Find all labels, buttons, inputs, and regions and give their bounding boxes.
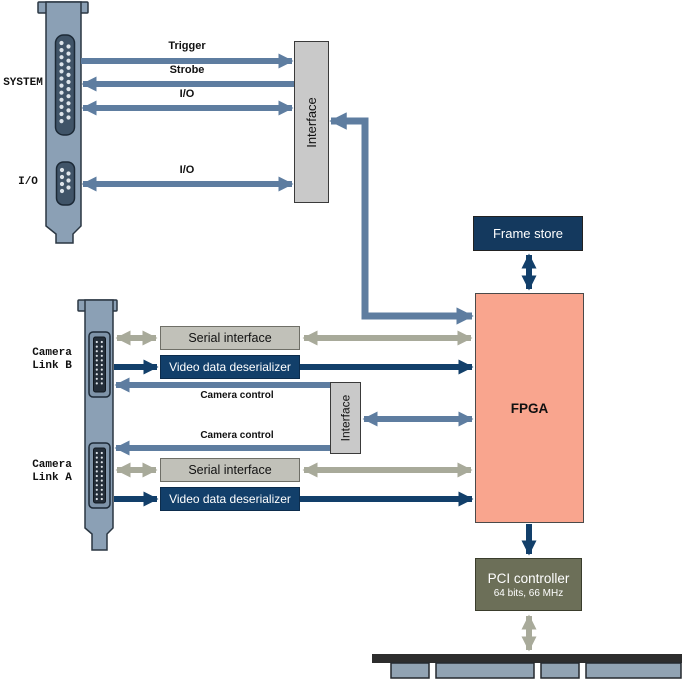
system-label: SYSTEM	[3, 77, 43, 89]
pci-bus-bar	[372, 654, 682, 663]
pci-controller-spec: 64 bits, 66 MHz	[493, 587, 564, 599]
db9-connector	[55, 161, 76, 206]
frame-store-label: Frame store	[492, 226, 564, 241]
pci-bus-segment	[540, 662, 580, 679]
camera-control-b-label: Camera control	[200, 390, 274, 401]
interface-mid-label: Interface	[338, 394, 353, 442]
camera-link-bracket	[77, 299, 118, 551]
frame-store-block: Frame store	[473, 216, 583, 251]
pci-controller-block: PCI controller 64 bits, 66 MHz	[475, 558, 582, 611]
strobe-label: Strobe	[169, 64, 205, 76]
camera-link-b-connector	[88, 331, 111, 398]
pci-bus-segment	[585, 662, 682, 679]
fpga-block: FPGA	[475, 293, 584, 523]
interface-fpga-elbow-arrow	[329, 112, 474, 325]
trigger-label: Trigger	[168, 40, 206, 52]
interface-mid-block: Interface	[330, 382, 361, 454]
serial-interface-a-label: Serial interface	[188, 463, 272, 477]
io-top-label: I/O	[179, 88, 195, 100]
video-deserializer-a-block: Video data deserializer	[160, 487, 300, 511]
fpga-label: FPGA	[510, 400, 549, 416]
pci-bus-segment	[435, 662, 535, 679]
io-bottom-label: I/O	[179, 164, 195, 176]
serial-interface-b-label: Serial interface	[188, 331, 272, 345]
camera-control-a-label: Camera control	[200, 430, 274, 441]
interface-top-label: Interface	[304, 96, 319, 148]
video-deserializer-b-label: Video data deserializer	[169, 360, 291, 374]
video-deserializer-a-label: Video data deserializer	[169, 492, 291, 506]
pci-bus-segment	[390, 662, 430, 679]
system-bracket	[37, 1, 89, 244]
pci-controller-label: PCI controller	[487, 570, 570, 586]
camera-link-b-label: Camera Link B	[32, 347, 72, 372]
camera-link-a-connector	[88, 442, 111, 509]
camera-link-a-label: Camera Link A	[32, 459, 72, 484]
interface-top-block: Interface	[294, 41, 329, 203]
io-bracket-label: I/O	[18, 176, 38, 188]
db25-connector	[54, 34, 76, 136]
video-deserializer-b-block: Video data deserializer	[160, 355, 300, 379]
pci-bus	[372, 654, 682, 679]
serial-interface-b-block: Serial interface	[160, 326, 300, 350]
serial-interface-a-block: Serial interface	[160, 458, 300, 482]
